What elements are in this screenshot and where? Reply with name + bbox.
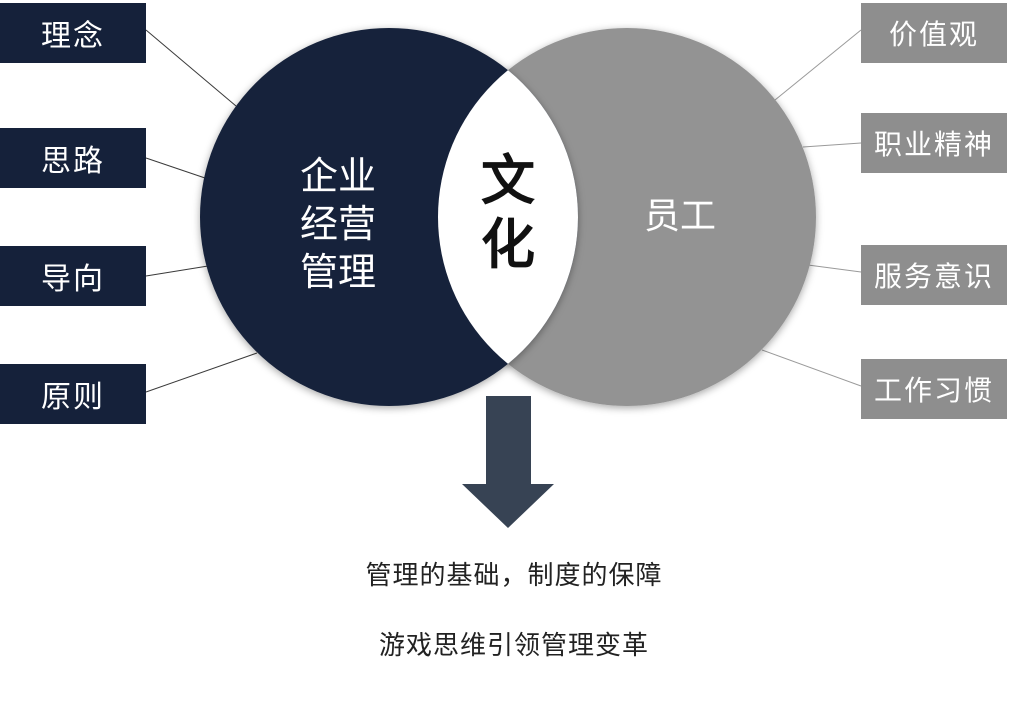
caption-line-2: 游戏思维引领管理变革	[378, 631, 649, 661]
connector-line-left-3	[145, 265, 209, 277]
caption-line-1: 管理的基础，制度的保障	[365, 561, 663, 591]
label-service-awareness: 服务意识	[861, 245, 1007, 305]
culture-line-2: 化	[481, 212, 535, 276]
culture-line-1: 文	[481, 148, 535, 212]
label-professionalism: 职业精神	[861, 113, 1007, 173]
connector-line-right-2	[802, 142, 862, 148]
connector-line-left-1	[145, 29, 237, 107]
label-values: 价值观	[861, 3, 1007, 63]
connector-line-right-3	[807, 264, 862, 273]
label-concept: 理念	[0, 3, 146, 63]
management-line-1: 企业	[299, 154, 376, 198]
connector-line-right-4	[761, 349, 862, 387]
label-work-habits: 工作习惯	[861, 359, 1007, 419]
label-principle: 原则	[0, 364, 146, 424]
employee-circle-label: 员工	[643, 196, 716, 237]
down-arrow-icon	[462, 396, 554, 528]
right-connector-lines	[761, 29, 862, 387]
label-approach: 思路	[0, 128, 146, 188]
connector-line-left-2	[145, 157, 206, 179]
left-connector-lines	[145, 29, 258, 393]
label-orientation: 导向	[0, 246, 146, 306]
connector-line-left-4	[145, 352, 258, 393]
management-circle-label: 企业 经营 管理	[290, 152, 386, 296]
management-line-2: 经营	[299, 202, 376, 246]
management-line-3: 管理	[299, 250, 376, 294]
culture-label: 文 化	[460, 148, 556, 276]
connector-line-right-1	[774, 29, 862, 101]
culture-intersection	[438, 28, 578, 406]
